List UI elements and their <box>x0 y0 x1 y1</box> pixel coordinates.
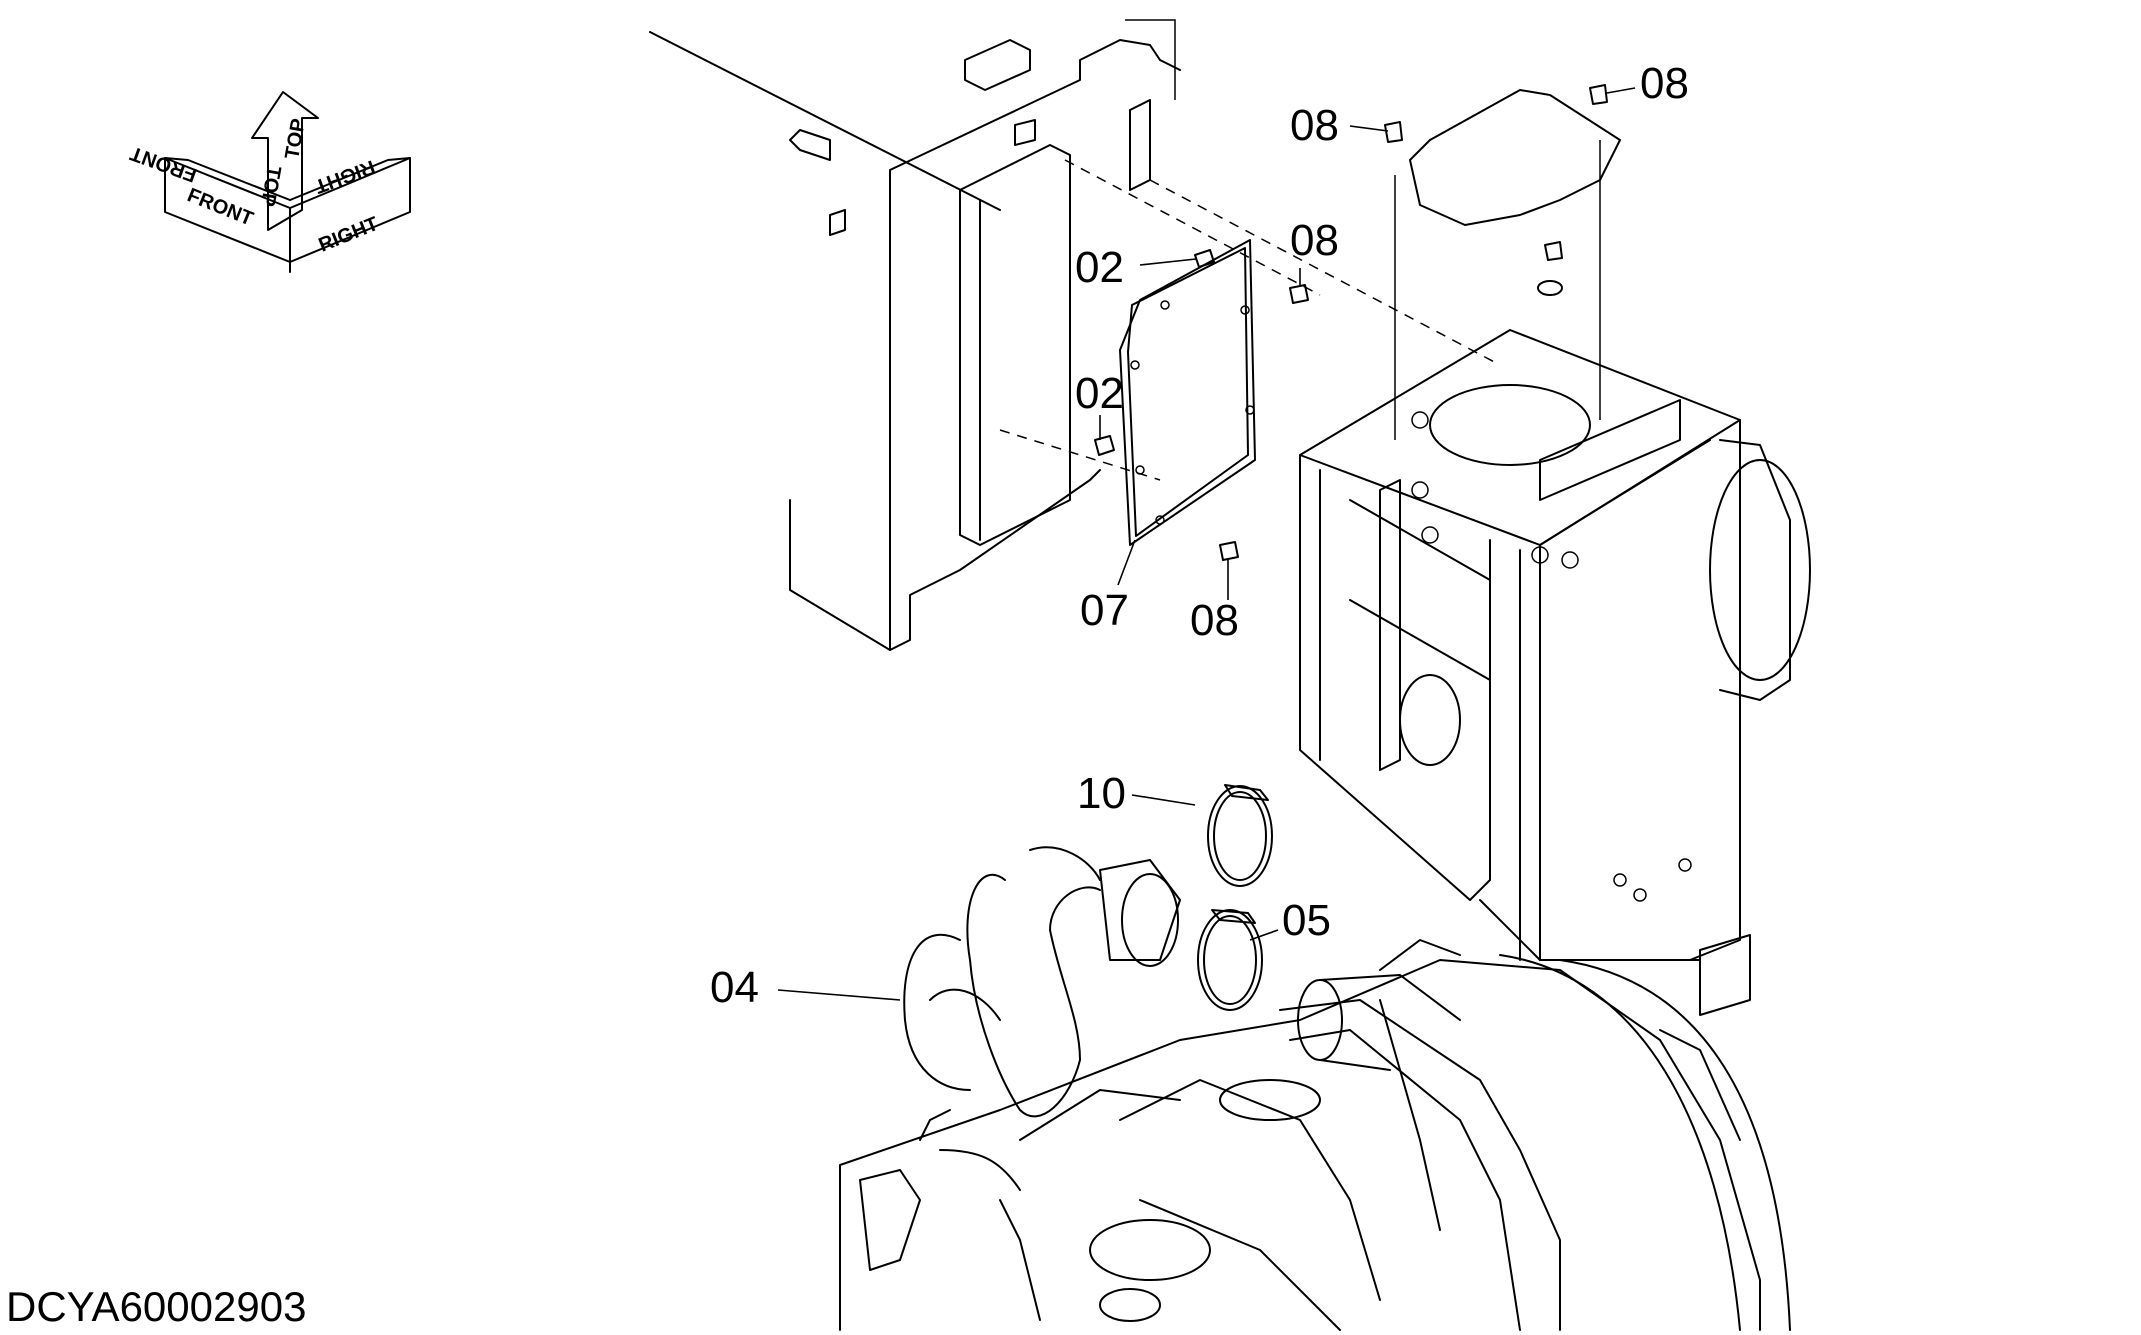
callout-02-upper: 02 <box>1075 243 1124 292</box>
housing-panel <box>649 19 1501 651</box>
right-mirror-label: RIGHT <box>312 155 378 197</box>
leader-lines <box>777 87 1636 1001</box>
clamp-part-10 <box>1207 784 1273 887</box>
callout-10: 10 <box>1077 769 1126 818</box>
engine-outlet-pipe <box>1297 974 1461 1071</box>
callout-04: 04 <box>710 963 759 1012</box>
callout-08-top-right: 08 <box>1640 59 1689 108</box>
callout-08-top-left: 08 <box>1290 101 1339 150</box>
front-mirror-label: FRONT <box>127 142 199 186</box>
engine-assembly <box>839 939 1791 1331</box>
drawing-code: DCYA60002903 <box>6 1283 307 1330</box>
clamp-part-05 <box>1197 909 1263 1011</box>
top-label: TOP <box>281 117 310 161</box>
hose-part-04 <box>903 846 1181 1118</box>
bolts <box>1094 84 1608 561</box>
top-mirror-label: TOP <box>256 164 285 208</box>
callout-08-plate-right: 08 <box>1290 216 1339 265</box>
top-bracket-plate <box>1394 89 1621 440</box>
callout-02-lower: 02 <box>1075 369 1124 418</box>
right-label: RIGHT <box>316 213 382 257</box>
callout-08-plate-bottom: 08 <box>1190 596 1239 645</box>
radiator-frame <box>1299 329 1811 1016</box>
callout-07: 07 <box>1080 586 1129 635</box>
orientation-indicator: FRONT FRONT TOP TOP RIGHT RIGHT <box>127 91 411 273</box>
cover-plate <box>1119 239 1256 546</box>
callout-05: 05 <box>1282 896 1331 945</box>
